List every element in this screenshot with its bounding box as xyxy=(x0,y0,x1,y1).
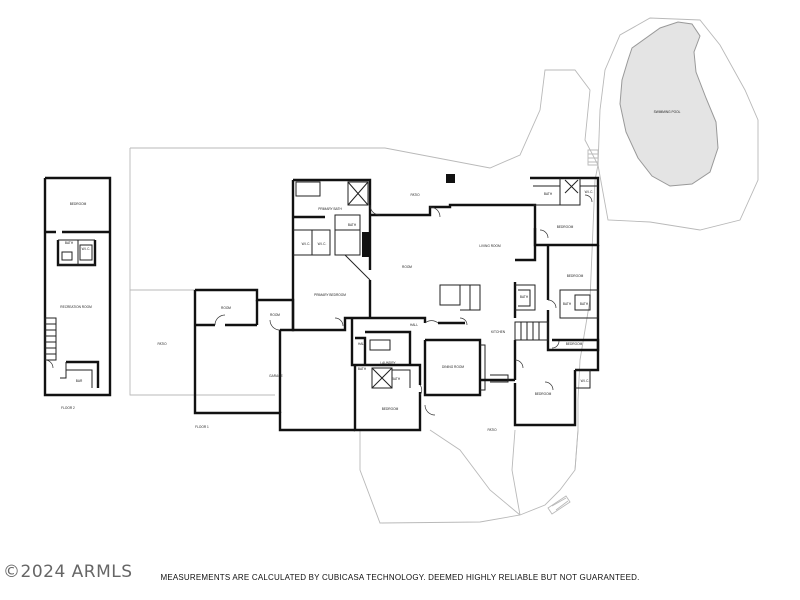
wic-primary-label: W.I.C. xyxy=(302,242,311,246)
pool-label: SWIMMING POOL xyxy=(654,110,681,114)
wic-right-top-label: W.I.C. xyxy=(585,190,594,194)
primary-bath-label: PRIMARY BATH xyxy=(318,207,342,211)
floor2-recreation-label: RECREATION ROOM xyxy=(60,305,92,309)
footer-disclaimer: MEASUREMENTS ARE CALCULATED BY CUBICASA … xyxy=(160,573,640,582)
bedroom-right-lower-label: BEDROOM xyxy=(566,342,583,346)
kitchen-label: KITCHEN xyxy=(491,330,506,334)
room-label: ROOM xyxy=(221,306,231,310)
laundry-label: LAUNDRY xyxy=(380,361,396,365)
floor1-title: FLOOR 1 xyxy=(195,425,209,429)
garage-label: GARAGE xyxy=(269,374,283,378)
room2-label: ROOM xyxy=(270,313,280,317)
floor-2-plan: BEDROOM BATH W.I.C. RECREATION ROOM BAR … xyxy=(43,176,112,410)
bedroom-right-top-label: BEDROOM xyxy=(557,225,574,229)
patio-area: PATIO xyxy=(129,289,196,396)
bath-right-mid2-label: BATH xyxy=(580,302,589,306)
hall-small-label: HALL xyxy=(358,342,366,346)
floor2-wic-label: W.I.C. xyxy=(82,247,91,251)
bath-lower-label: BATH xyxy=(392,377,401,381)
swimming-pool: SWIMMING POOL xyxy=(619,21,719,187)
bedroom-right-mid-label: BEDROOM xyxy=(567,274,584,278)
doors xyxy=(214,194,593,416)
floor2-title: FLOOR 2 xyxy=(61,406,75,410)
wic-right-lower-label: W.I.C. xyxy=(581,379,590,383)
bath-kitchen-label: BATH xyxy=(520,295,529,299)
room-main-label: ROOM xyxy=(402,265,412,269)
floor2-bath-label: BATH xyxy=(65,241,74,245)
dining-room-label: DINING ROOM xyxy=(442,365,464,369)
patio-top-label: PATIO xyxy=(410,193,420,197)
bedroom-bottom-right-label: BEDROOM xyxy=(535,392,552,396)
watermark: ©2024 ARMLS xyxy=(3,562,133,582)
bath-laundry-label: BATH xyxy=(358,367,367,371)
bedroom-lower-left-label: BEDROOM xyxy=(382,407,399,411)
bath-right-top-label: BATH xyxy=(544,192,553,196)
floor2-bar-label: BAR xyxy=(76,379,83,383)
patio-bottom-label: PATIO xyxy=(487,428,497,432)
bath-right-mid-label: BATH xyxy=(563,302,572,306)
main-house-walls xyxy=(193,174,600,432)
floor2-bedroom-label: BEDROOM xyxy=(70,202,87,206)
bath-primary-sub-label: BATH xyxy=(348,223,357,227)
hall-label: HALL xyxy=(410,323,418,327)
main-floor-labels: PATIO ROOM ROOM PRIMARY BATH BATH W.I.C.… xyxy=(195,190,593,432)
wic-primary-2-label: W.I.C. xyxy=(318,242,327,246)
patio-left-label: PATIO xyxy=(157,342,167,346)
living-room-label: LIVING ROOM xyxy=(479,244,501,248)
primary-bedroom-label: PRIMARY BEDROOM xyxy=(314,293,346,297)
